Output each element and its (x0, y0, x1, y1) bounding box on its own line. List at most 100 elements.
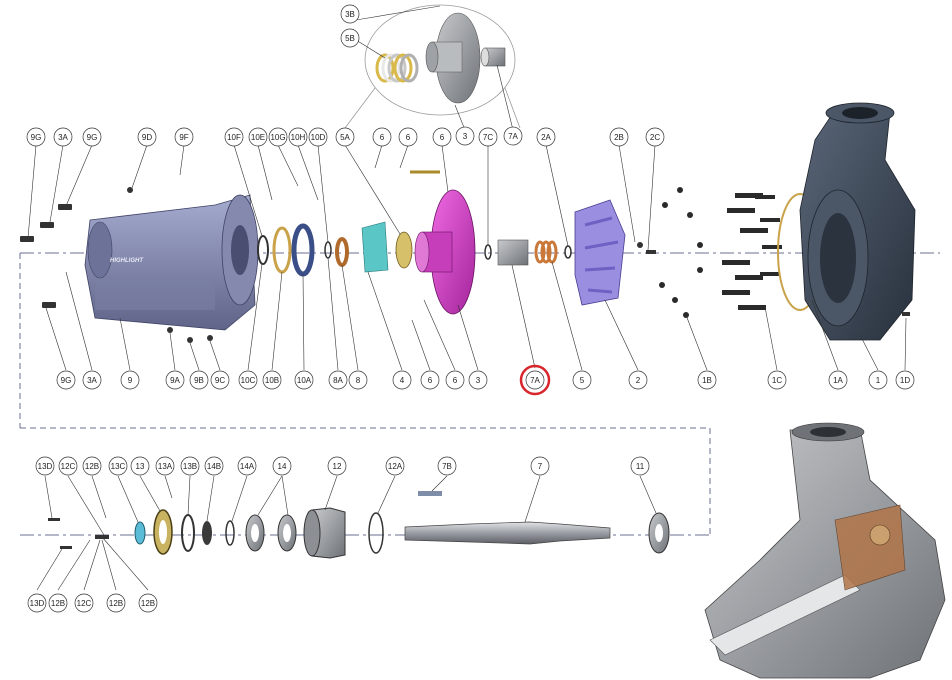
label-bubble (868, 370, 888, 390)
label-9G-a: 9G (26, 127, 46, 147)
label-bubble (503, 126, 523, 146)
label-14A: 14A (237, 456, 257, 476)
label-bubble (53, 127, 73, 147)
volute-casing-1 (777, 102, 916, 341)
label-text: 2C (650, 133, 660, 142)
gland-plate-3 (425, 12, 481, 104)
label-text: 10E (251, 133, 265, 142)
label-text: 2B (614, 133, 624, 142)
label-text: 9G (61, 376, 72, 385)
label-7B: 7B (437, 456, 457, 476)
label-text: 9A (170, 376, 180, 385)
label-13: 13 (130, 456, 150, 476)
leader-lines (27, 5, 907, 591)
label-bubble (189, 370, 209, 390)
label-14B: 14B (204, 456, 224, 476)
label-4: 4 (392, 370, 412, 390)
label-bubble (155, 456, 175, 476)
label-bubble (27, 593, 47, 613)
label-text: 10G (270, 133, 285, 142)
label-text: 14 (278, 462, 287, 471)
label-text: 9D (142, 133, 152, 142)
label-text: 9C (215, 376, 225, 385)
label-12C-a: 12C (58, 456, 78, 476)
label-text: 11 (636, 462, 645, 471)
label-bubble (204, 456, 224, 476)
label-9G-b: 9G (82, 127, 102, 147)
oil-seal-rings (257, 223, 349, 277)
label-text: 13A (158, 462, 173, 471)
label-12B-b: 12B (48, 593, 68, 613)
label-1: 1 (868, 370, 888, 390)
label-bubble (437, 456, 457, 476)
label-bubble (262, 370, 282, 390)
label-text: 13C (111, 462, 126, 471)
label-bubble (308, 127, 328, 147)
label-9C: 9C (210, 370, 230, 390)
label-text: 5B (345, 34, 355, 43)
label-text: 8A (333, 376, 343, 385)
label-9D: 9D (137, 127, 157, 147)
label-7C: 7C (478, 127, 498, 147)
label-5B: 5B (340, 28, 360, 48)
label-text: 10F (227, 133, 241, 142)
label-bubble (26, 127, 46, 147)
label-1C: 1C (767, 370, 787, 390)
label-12A: 12A (385, 456, 405, 476)
label-bubble (238, 370, 258, 390)
shaft-sleeve-7A (484, 239, 572, 266)
label-bubble (572, 370, 592, 390)
label-text: 2 (636, 376, 641, 385)
label-text: 12C (61, 462, 76, 471)
label-bubble (828, 370, 848, 390)
label-bubble (335, 127, 355, 147)
label-6-c: 6 (432, 127, 452, 147)
label-13D-b: 13D (27, 593, 47, 613)
label-3A-b: 3A (82, 370, 102, 390)
label-bubble (137, 127, 157, 147)
label-12: 12 (327, 456, 347, 476)
studs-1B-1C (659, 187, 782, 318)
label-text: 6 (406, 133, 411, 142)
impeller-2 (574, 199, 656, 306)
mechanical-seal-4 (361, 221, 413, 273)
label-text: 1C (772, 376, 782, 385)
label-7: 7 (530, 456, 550, 476)
label-bubble (372, 127, 392, 147)
label-bubble (328, 370, 348, 390)
label-bubble (48, 593, 68, 613)
label-bubble (82, 370, 102, 390)
label-6-a: 6 (372, 127, 392, 147)
label-9B: 9B (189, 370, 209, 390)
label-text: 5 (580, 376, 585, 385)
spring-5B (375, 53, 419, 83)
bearing-housing-9: HIGHLIGHT (84, 194, 259, 331)
shaft-assembly (48, 491, 670, 559)
label-text: 12B (85, 462, 99, 471)
label-bubble (609, 127, 629, 147)
label-text: 13D (38, 462, 53, 471)
label-bubble (530, 456, 550, 476)
label-text: 13B (183, 462, 197, 471)
label-1B: 1B (697, 370, 717, 390)
label-text: 7C (483, 133, 493, 142)
label-bubble (268, 127, 288, 147)
label-bubble (74, 593, 94, 613)
seal-inset (344, 4, 521, 129)
label-bubble (120, 370, 140, 390)
label-text: 8 (356, 376, 361, 385)
label-2B: 2B (609, 127, 629, 147)
cover-plate-3 (410, 170, 476, 315)
label-bubble (628, 370, 648, 390)
label-text: 3 (476, 376, 481, 385)
label-bubble (82, 456, 102, 476)
label-text: 14B (207, 462, 221, 471)
label-9G-c: 9G (56, 370, 76, 390)
label-bubble (210, 370, 230, 390)
label-bubble (420, 370, 440, 390)
label-bubble (288, 127, 308, 147)
label-14: 14 (272, 456, 292, 476)
label-text: 1 (876, 376, 881, 385)
label-bubble (327, 456, 347, 476)
